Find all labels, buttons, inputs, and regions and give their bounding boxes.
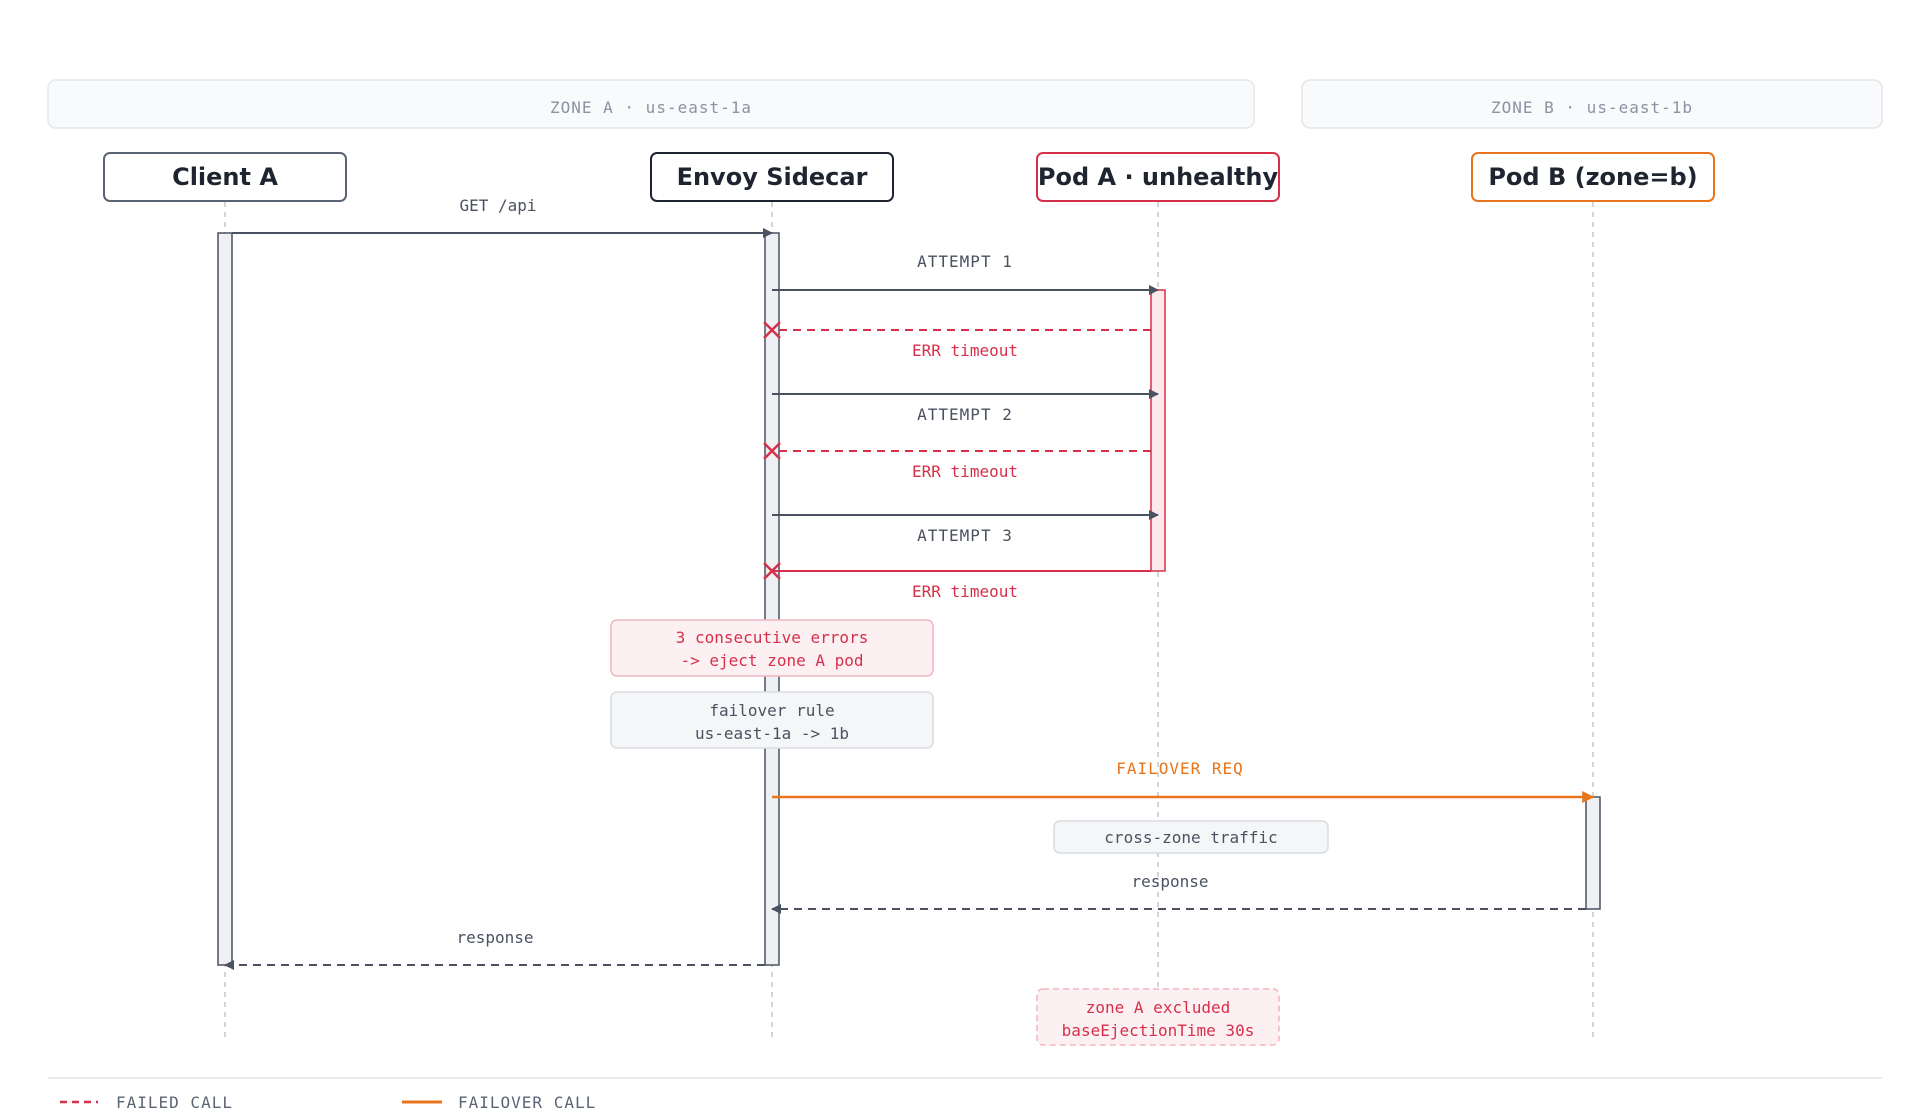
note-failover-rule: failover rule us-east-1a -> 1b: [610, 691, 934, 749]
note-eject-line2: -> eject zone A pod: [680, 651, 863, 670]
note-rule-line1: failover rule: [709, 701, 834, 720]
participant-poda: Pod A · unhealthy: [1036, 152, 1280, 202]
label-attempt-3: ATTEMPT 3: [917, 526, 1013, 545]
participant-poda-label: Pod A · unhealthy: [1038, 163, 1279, 191]
activation-envoy: [764, 232, 780, 966]
label-failover-req: FAILOVER REQ: [1116, 759, 1244, 778]
zone-a-label: ZONE A · us-east-1a: [550, 98, 752, 117]
legend-failover-label: FAILOVER CALL: [458, 1093, 596, 1112]
label-get-api: GET /api: [459, 196, 536, 215]
label-err-1: ERR timeout: [912, 341, 1018, 360]
participant-podb: Pod B (zone=b): [1471, 152, 1715, 202]
x-icon: [763, 562, 781, 580]
note-rule-line2: us-east-1a -> 1b: [695, 724, 849, 743]
participant-envoy-label: Envoy Sidecar: [677, 163, 868, 191]
note-eject: 3 consecutive errors -> eject zone A pod: [610, 619, 934, 677]
note-cross-zone-text: cross-zone traffic: [1104, 828, 1277, 847]
activation-poda: [1150, 289, 1166, 572]
note-excluded-line2: baseEjectionTime 30s: [1062, 1021, 1255, 1040]
zone-b-label: ZONE B · us-east-1b: [1491, 98, 1693, 117]
note-eject-line1: 3 consecutive errors: [676, 628, 869, 647]
legend: FAILED CALL FAILOVER CALL: [60, 1093, 596, 1112]
participant-client-label: Client A: [172, 163, 278, 191]
participant-podb-label: Pod B (zone=b): [1488, 163, 1697, 191]
activation-client: [217, 232, 233, 966]
label-attempt-2: ATTEMPT 2: [917, 405, 1013, 424]
note-zone-excluded: zone A excluded baseEjectionTime 30s: [1036, 988, 1280, 1046]
x-icon: [763, 321, 781, 339]
zone-b: ZONE B · us-east-1b: [1301, 79, 1883, 129]
label-err-3: ERR timeout: [912, 582, 1018, 601]
legend-failed-label: FAILED CALL: [116, 1093, 233, 1112]
label-response-client: response: [456, 928, 533, 947]
label-err-2: ERR timeout: [912, 462, 1018, 481]
participant-client: Client A: [103, 152, 347, 202]
participant-envoy: Envoy Sidecar: [650, 152, 894, 202]
label-attempt-1: ATTEMPT 1: [917, 252, 1013, 271]
zone-a: ZONE A · us-east-1a: [47, 79, 1255, 129]
note-cross-zone: cross-zone traffic: [1053, 820, 1329, 854]
x-icon: [763, 442, 781, 460]
note-excluded-line1: zone A excluded: [1086, 998, 1231, 1017]
label-response-b: response: [1131, 872, 1208, 891]
activation-podb: [1585, 796, 1601, 910]
